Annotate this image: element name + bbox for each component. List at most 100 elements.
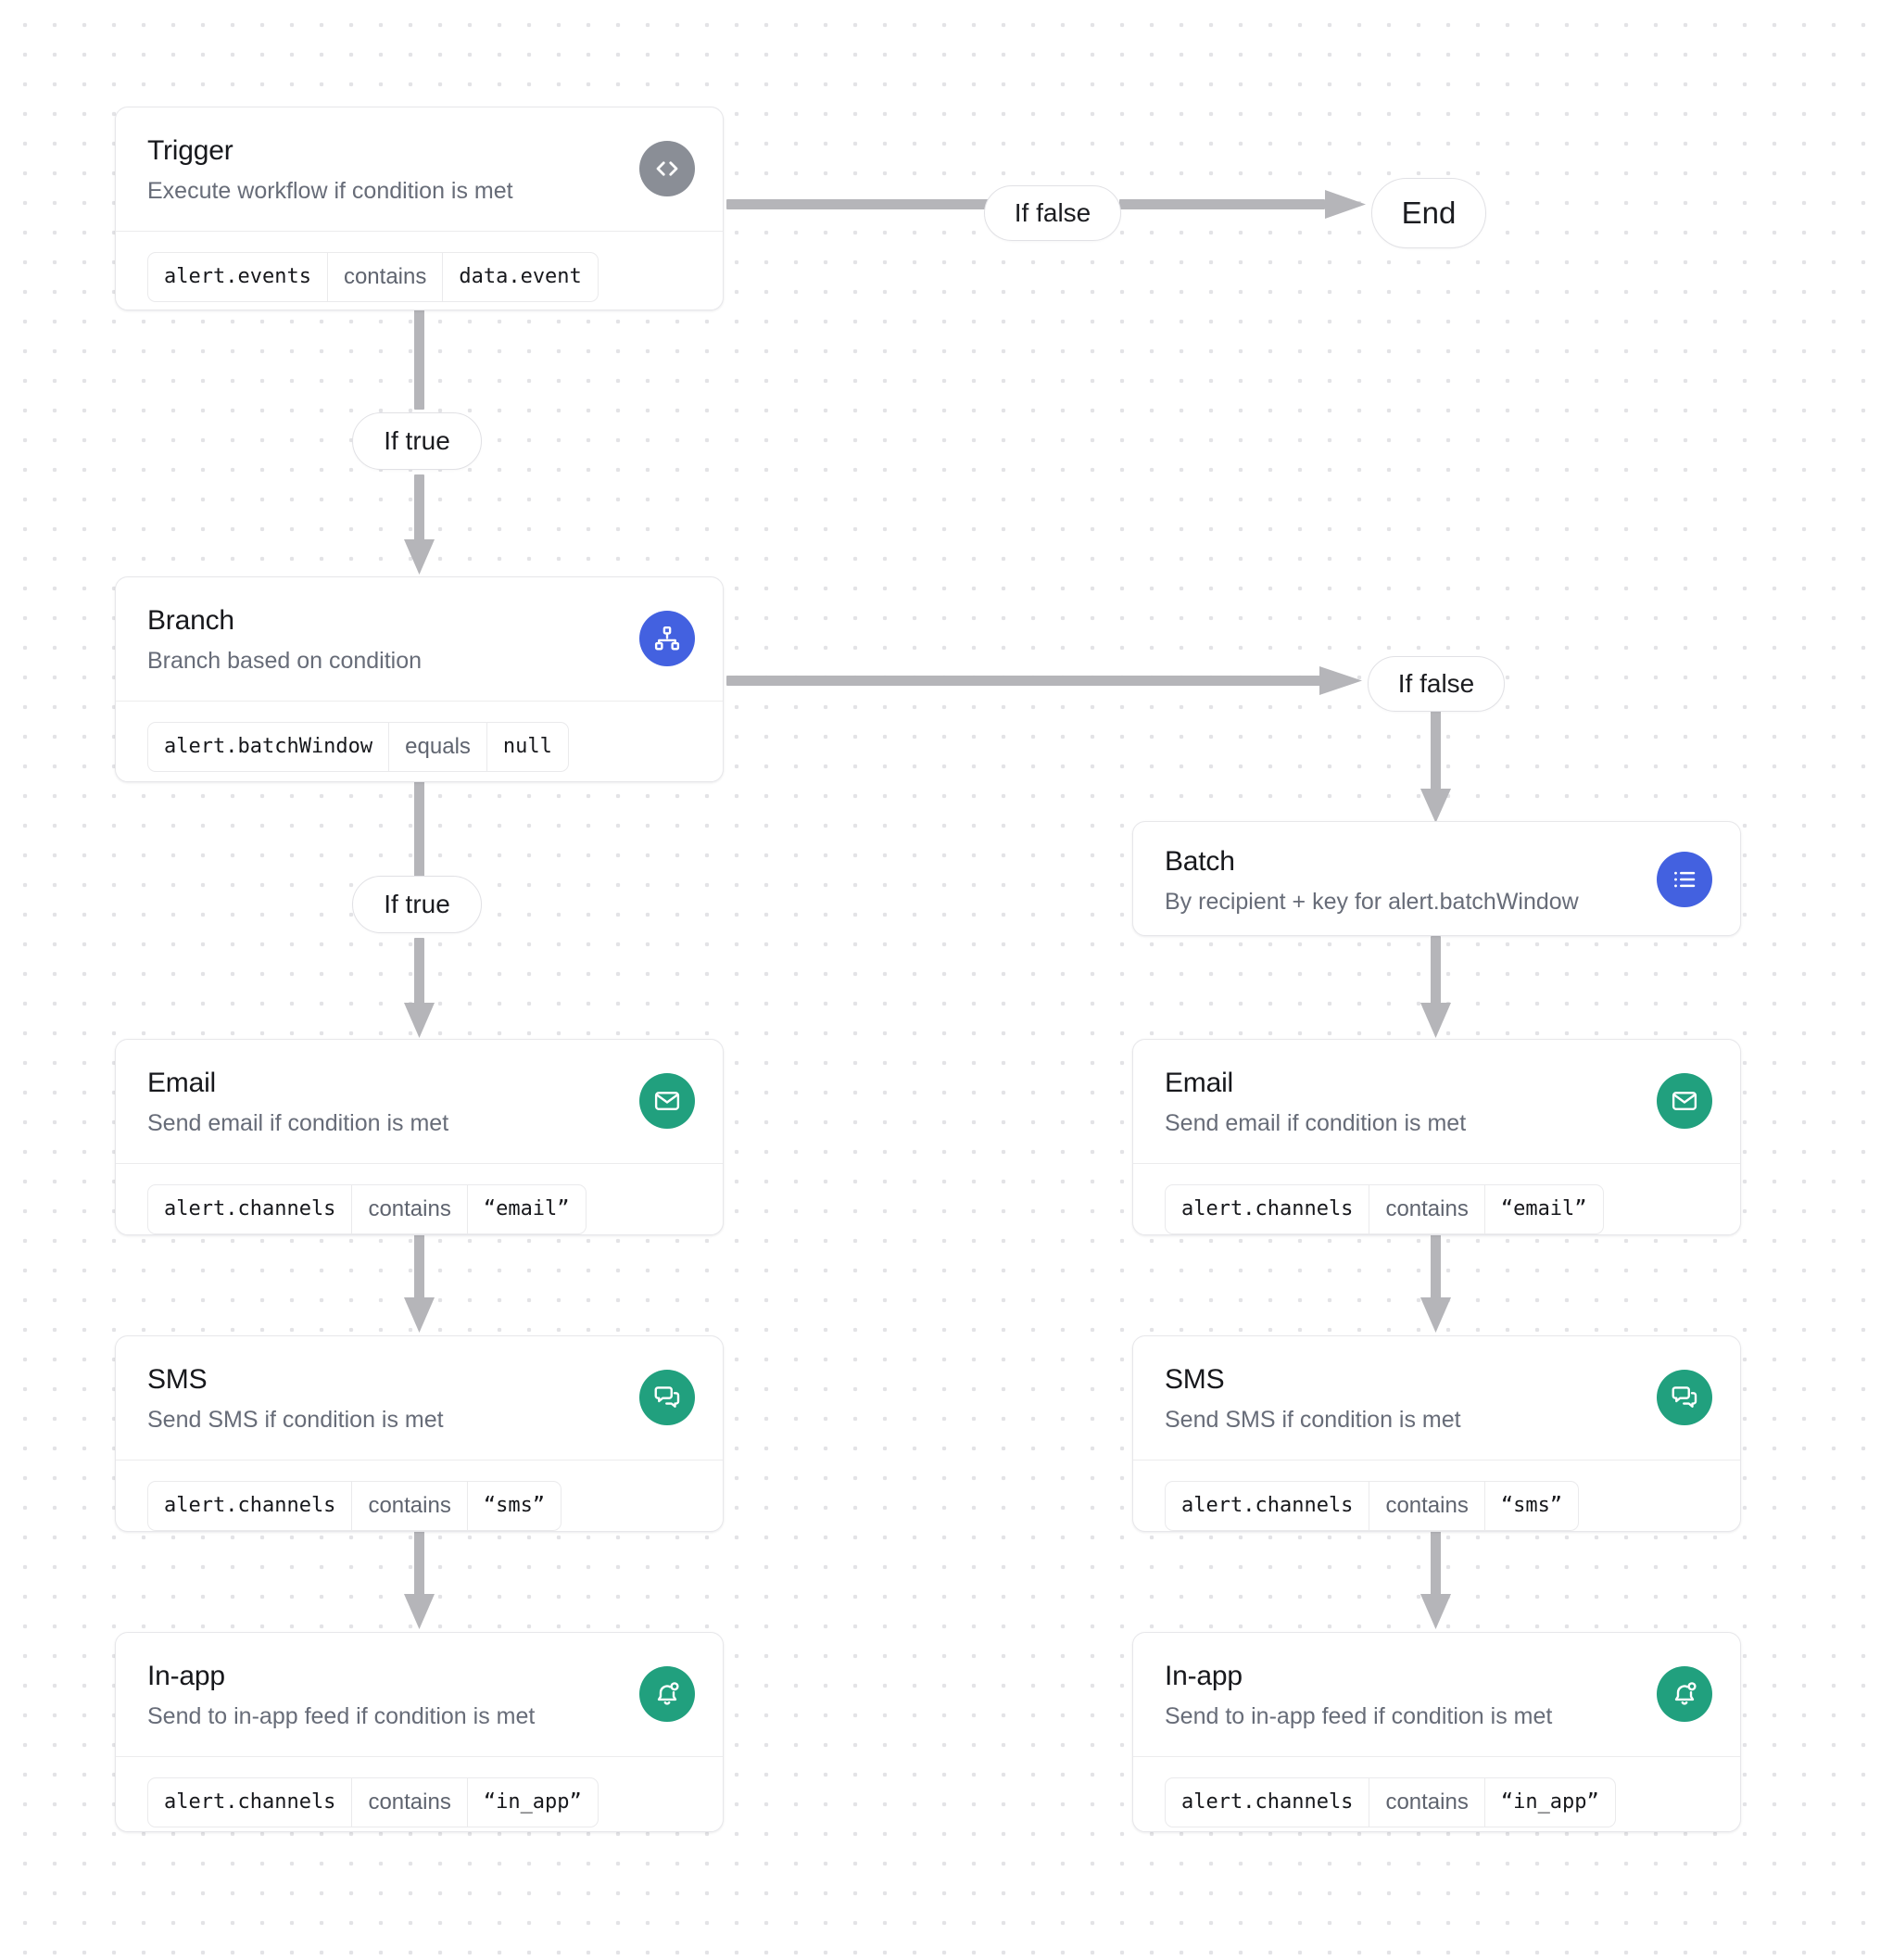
condition-value: “sms” [483,1493,546,1517]
condition-chip[interactable]: alert.channels contains “sms” [147,1480,562,1531]
card-title: Trigger [147,135,233,166]
card-body: alert.channels contains “sms” [1133,1459,1740,1557]
condition-chip[interactable]: alert.batchWindow equals null [147,721,569,772]
node-card-branch[interactable]: Branch Branch based on condition alert.b… [115,576,724,782]
node-card-batch[interactable]: Batch By recipient + key for alert.batch… [1132,821,1741,936]
edge-email-to-sms-right [1415,1234,1457,1334]
edge-if-true-to-email-left [398,938,441,1040]
condition-field: alert.channels [1181,1493,1354,1517]
edge-sms-to-inapp-right [1415,1531,1457,1631]
card-header: Email Send email if condition is met [1133,1040,1740,1163]
condition-value: “email” [1500,1196,1587,1220]
node-card-inapp-left[interactable]: In-app Send to in-app feed if condition … [115,1632,724,1832]
edge-sms-to-inapp-left [398,1531,441,1631]
condition-operator: contains [1369,1184,1485,1233]
card-title: In-app [1165,1661,1243,1691]
condition-chip[interactable]: alert.channels contains “email” [1165,1183,1604,1234]
card-body: alert.channels contains “email” [116,1162,723,1260]
card-subtitle: Send SMS if condition is met [147,1406,444,1433]
code-icon [639,141,695,197]
pill-end[interactable]: End [1371,178,1486,248]
edge-if-false-to-end [1119,185,1371,222]
node-card-email-left[interactable]: Email Send email if condition is met ale… [115,1039,724,1235]
edge-branch-to-if-true [406,781,434,885]
condition-chip[interactable]: alert.channels contains “in_app” [1165,1777,1616,1827]
pill-trigger-if-true[interactable]: If true [352,412,482,470]
condition-operator: contains [351,1481,468,1530]
card-subtitle: By recipient + key for alert.batchWindow [1165,888,1579,915]
card-subtitle: Send SMS if condition is met [1165,1406,1461,1433]
pill-branch-if-true[interactable]: If true [352,876,482,933]
condition-field: alert.events [164,264,311,288]
condition-field: alert.channels [1181,1789,1354,1814]
card-title: Email [147,1068,217,1098]
card-header: Trigger Execute workflow if condition is… [116,107,723,231]
card-body: alert.events contains data.event [116,230,723,328]
card-header: SMS Send SMS if condition is met [1133,1336,1740,1460]
card-header: SMS Send SMS if condition is met [116,1336,723,1460]
condition-field: alert.channels [164,1789,336,1814]
condition-operator: contains [351,1184,468,1233]
pill-label: If false [1014,198,1091,227]
card-title: Branch [147,605,234,636]
condition-chip[interactable]: alert.channels contains “in_app” [147,1777,599,1827]
chat-bubble-icon [1657,1370,1712,1426]
card-title: Email [1165,1068,1234,1098]
condition-operator: contains [1369,1777,1485,1827]
bell-icon [1657,1666,1712,1723]
hierarchy-icon [639,611,695,667]
pill-label: End [1401,196,1457,230]
edge-if-false-to-batch [1415,709,1457,825]
card-subtitle: Send to in-app feed if condition is met [1165,1702,1553,1729]
condition-operator: equals [388,722,487,771]
node-card-sms-right[interactable]: SMS Send SMS if condition is met alert.c… [1132,1335,1741,1532]
condition-field: alert.channels [1181,1196,1354,1220]
card-header: In-app Send to in-app feed if condition … [116,1633,723,1756]
card-body: alert.batchWindow equals null [116,700,723,798]
card-subtitle: Execute workflow if condition is met [147,177,513,204]
pill-trigger-if-false[interactable]: If false [984,185,1121,241]
condition-chip[interactable]: alert.events contains data.event [147,251,599,302]
pill-label: If false [1397,669,1475,698]
card-subtitle: Branch based on condition [147,647,423,674]
condition-operator: contains [351,1777,468,1827]
condition-value: data.event [459,264,582,288]
edge-trigger-to-if-false [726,190,995,218]
card-title: In-app [147,1661,225,1691]
condition-value: “in_app” [483,1789,582,1814]
edge-if-true-to-branch [398,474,441,576]
card-subtitle: Send to in-app feed if condition is met [147,1702,536,1729]
condition-operator: contains [326,252,444,301]
envelope-icon [639,1073,695,1130]
edge-branch-to-if-false [726,663,1366,700]
condition-value: “email” [483,1196,570,1220]
condition-operator: contains [1369,1481,1485,1530]
condition-value: “sms” [1500,1493,1563,1517]
card-header: Batch By recipient + key for alert.batch… [1133,822,1740,938]
pill-branch-if-false[interactable]: If false [1368,656,1505,712]
condition-field: alert.channels [164,1493,336,1517]
card-body: alert.channels contains “in_app” [116,1755,723,1853]
card-header: Branch Branch based on condition [116,577,723,701]
edge-email-to-sms-left [398,1234,441,1334]
card-title: SMS [1165,1364,1225,1395]
node-card-inapp-right[interactable]: In-app Send to in-app feed if condition … [1132,1632,1741,1832]
condition-chip[interactable]: alert.channels contains “sms” [1165,1480,1580,1531]
node-card-email-right[interactable]: Email Send email if condition is met ale… [1132,1039,1741,1235]
card-body: alert.channels contains “email” [1133,1162,1740,1260]
condition-value: null [502,734,552,758]
bell-icon [639,1666,695,1723]
condition-chip[interactable]: alert.channels contains “email” [147,1183,587,1234]
node-card-trigger[interactable]: Trigger Execute workflow if condition is… [115,107,724,310]
condition-field: alert.batchWindow [164,734,373,758]
card-title: SMS [147,1364,208,1395]
edge-trigger-to-if-true [406,310,434,411]
node-card-sms-left[interactable]: SMS Send SMS if condition is met alert.c… [115,1335,724,1532]
card-header: Email Send email if condition is met [116,1040,723,1163]
chat-bubble-icon [639,1370,695,1426]
envelope-icon [1657,1073,1712,1130]
card-subtitle: Send email if condition is met [147,1109,449,1136]
list-icon [1657,852,1712,908]
condition-value: “in_app” [1500,1789,1599,1814]
